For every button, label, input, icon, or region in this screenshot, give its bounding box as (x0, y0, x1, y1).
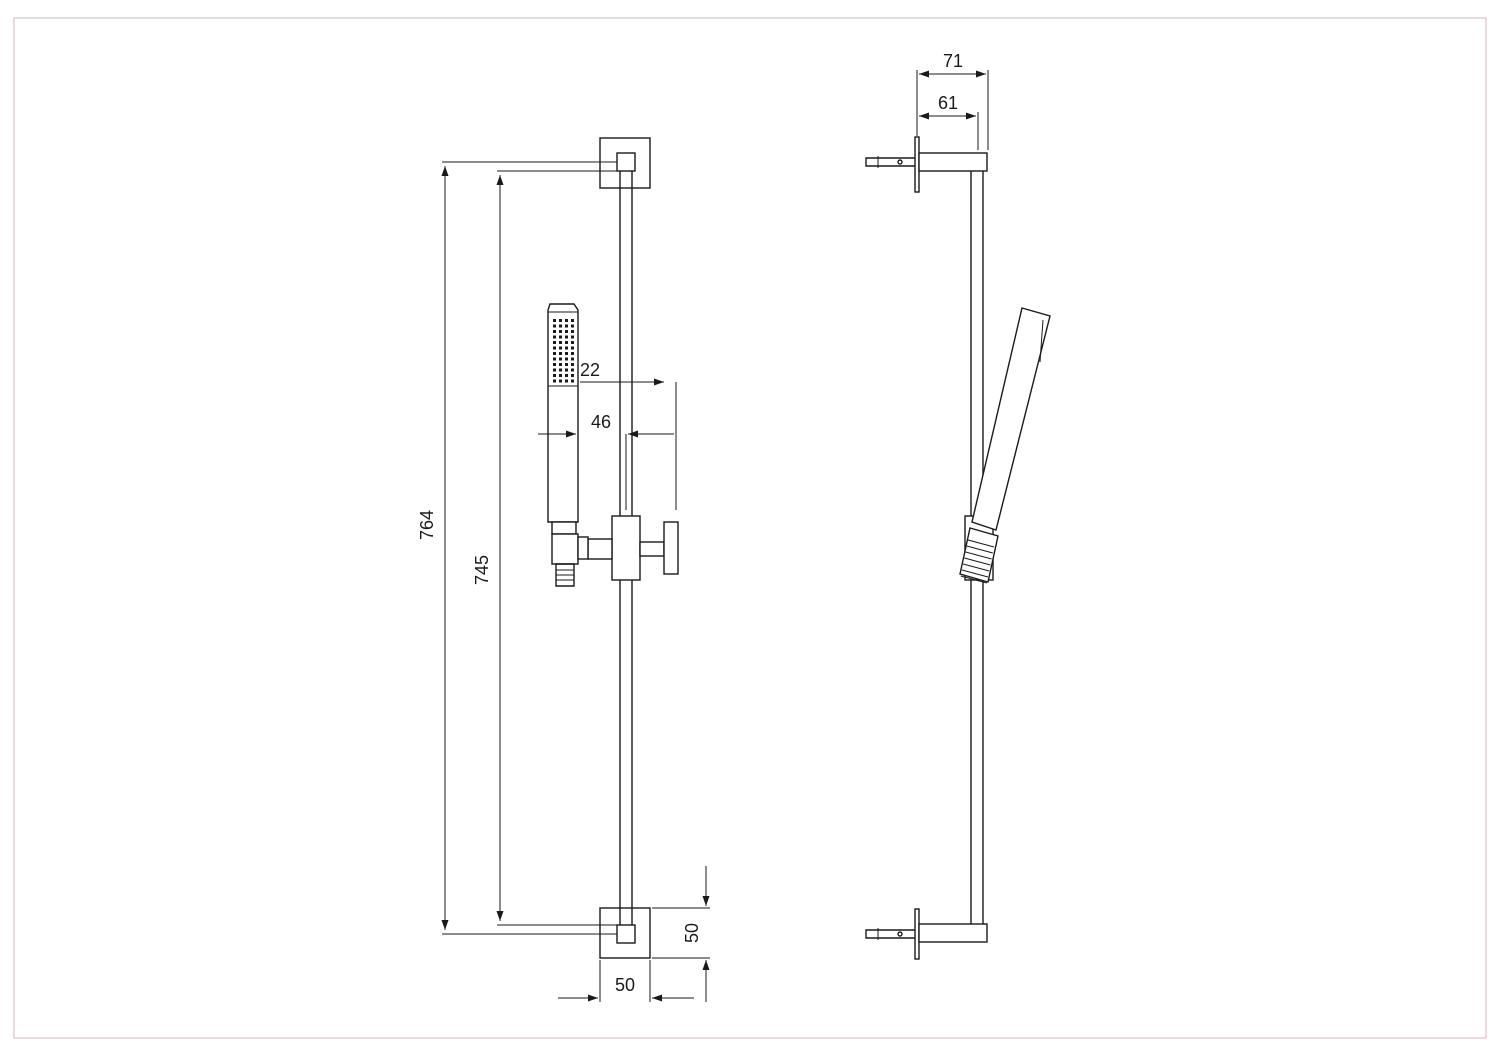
rib (966, 545, 993, 554)
nozzle (571, 330, 574, 333)
nozzle (559, 352, 562, 355)
nozzle (553, 363, 556, 366)
hand-shower (547, 303, 589, 587)
nozzle (565, 346, 568, 350)
bottom-wall-bracket (599, 907, 651, 959)
nozzle (571, 363, 574, 366)
nozzle (553, 335, 556, 339)
nozzle (559, 363, 562, 366)
side-total-label: 71 (943, 51, 963, 71)
dimension-handshower-width: 22 (577, 360, 677, 510)
nozzle (553, 374, 556, 377)
nozzle (553, 357, 556, 361)
dimension-overall-height: 764 (417, 161, 617, 935)
top-wall-bracket (599, 137, 651, 189)
side-view: 71 61 (865, 51, 1051, 960)
nozzle (553, 330, 556, 333)
nozzle-grid (553, 319, 574, 383)
rib (967, 539, 995, 548)
nozzle (571, 368, 574, 372)
dimension-bracket-width: 50 (558, 960, 694, 1002)
nozzle (553, 324, 556, 328)
rib (964, 557, 991, 566)
nozzle (565, 363, 568, 366)
overall-height-label: 764 (417, 510, 437, 540)
handshower-width-label: 22 (580, 360, 600, 380)
nozzle (553, 341, 556, 344)
nozzle (565, 330, 568, 333)
page-frame (13, 17, 1487, 1039)
nozzle (571, 346, 574, 350)
nozzle (571, 335, 574, 339)
rib (961, 569, 989, 578)
nozzle (571, 374, 574, 377)
dimension-side-inner: 61 (919, 93, 979, 150)
nozzle (559, 341, 562, 344)
nozzle (553, 319, 556, 322)
side-inner-label: 61 (938, 93, 958, 113)
nozzle (565, 319, 568, 322)
nozzle (565, 368, 568, 372)
hose-connector-ribs (960, 539, 995, 584)
bracket-width-label: 50 (615, 975, 635, 995)
bottom-side-fixing (865, 908, 988, 960)
nozzle (571, 379, 574, 383)
nozzle (553, 346, 556, 350)
nozzle (565, 335, 568, 339)
handshower-offset-label: 46 (591, 412, 611, 432)
nozzle (571, 319, 574, 322)
nozzle (553, 379, 556, 383)
dimension-bracket-height: 50 (652, 866, 710, 1002)
dimension-side-total: 71 (916, 51, 989, 150)
rib (960, 575, 987, 584)
nozzle (559, 324, 562, 328)
nozzle (571, 324, 574, 328)
nozzle (553, 368, 556, 372)
nozzle (571, 352, 574, 355)
nozzle (565, 357, 568, 361)
top-side-fixing (865, 136, 988, 193)
nozzle (571, 341, 574, 344)
nozzle (565, 374, 568, 377)
bracket-height-label: 50 (682, 923, 702, 943)
nozzle (553, 352, 556, 355)
nozzle (559, 335, 562, 339)
nozzle (559, 346, 562, 350)
front-view: 764 745 50 50 22 (417, 137, 710, 1002)
dimension-handshower-offset: 46 (538, 412, 674, 510)
nozzle (571, 357, 574, 361)
slider-holder (587, 515, 679, 581)
nozzle (565, 341, 568, 344)
nozzle (565, 379, 568, 383)
nozzle (559, 357, 562, 361)
nozzle (565, 324, 568, 328)
nozzle (559, 379, 562, 383)
nozzle (565, 352, 568, 355)
dimension-rail-length: 745 (472, 170, 617, 926)
rib (965, 551, 992, 560)
rib (963, 563, 990, 572)
nozzle (559, 319, 562, 322)
nozzle (559, 374, 562, 377)
nozzle (559, 330, 562, 333)
hand-shower-side (959, 307, 1051, 584)
nozzle (559, 368, 562, 372)
rail-length-label: 745 (472, 555, 492, 585)
